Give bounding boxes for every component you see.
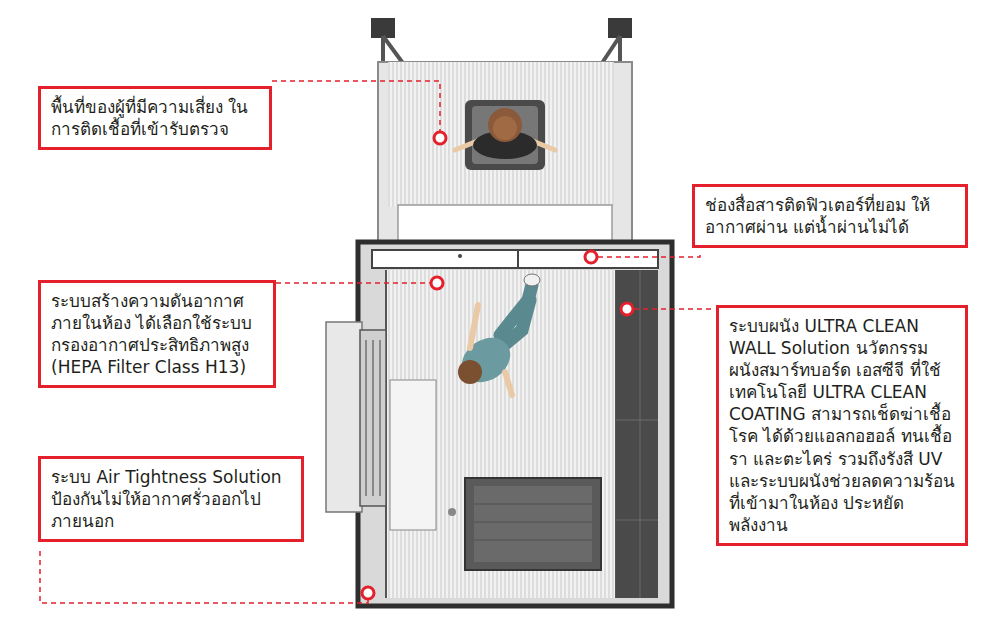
callout-text: ระบบผนัง ULTRA CLEAN WALL Solution นวัตก… <box>729 315 955 536</box>
main-room <box>326 242 672 606</box>
callout-box: ระบบผนัง ULTRA CLEAN WALL Solution นวัตก… <box>716 305 968 546</box>
callout-box: ช่องสื่อสารติดฟิวเตอร์ที่ยอม ให้อากาศผ่า… <box>692 184 968 248</box>
callout-text: พื้นที่ของผู้ที่มีความเสี่ยง ในการติดเชื… <box>51 96 259 140</box>
callout-text: ระบบ Air Tightness Solution ป้องกันไม่ให… <box>51 466 291 532</box>
patient-area <box>378 62 632 242</box>
callout-markers <box>362 132 633 599</box>
callout-text: ช่องสื่อสารติดฟิวเตอร์ที่ยอม ให้อากาศผ่า… <box>705 194 955 238</box>
callout-box: พื้นที่ของผู้ที่มีความเสี่ยง ในการติดเชื… <box>38 86 272 150</box>
callout-box: ระบบ Air Tightness Solution ป้องกันไม่ให… <box>38 456 304 542</box>
callout-box: ระบบสร้างความดันอากาศ ภายในห้อง ได้เลือก… <box>38 280 276 388</box>
callout-text: ระบบสร้างความดันอากาศ ภายในห้อง ได้เลือก… <box>51 290 263 378</box>
